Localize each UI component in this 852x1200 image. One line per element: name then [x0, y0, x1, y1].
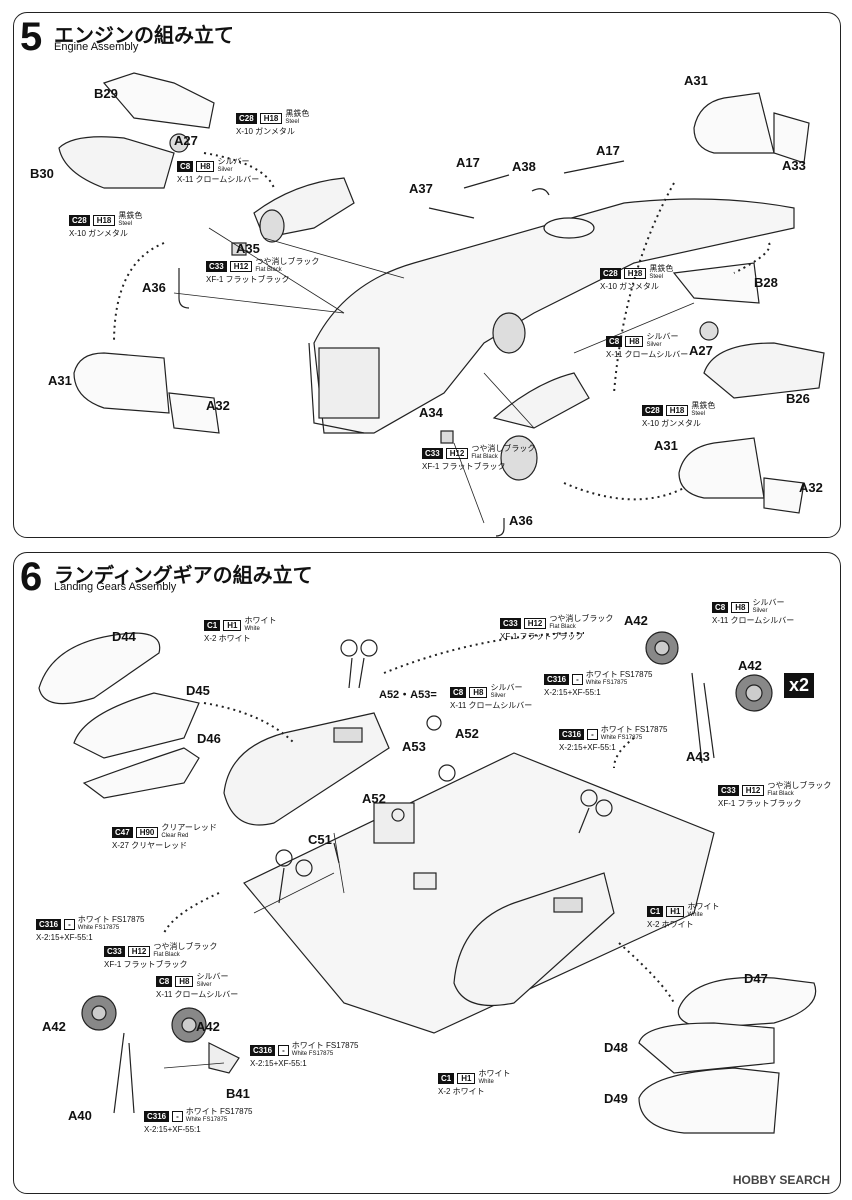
landing-gear-diagram	[38, 631, 817, 1134]
part-a31-left: A31	[48, 373, 72, 388]
part-a34: A34	[419, 405, 443, 420]
part-a53: A53	[402, 739, 426, 754]
part-a37: A37	[409, 181, 433, 196]
part-b30: B30	[30, 166, 54, 181]
part-b29: B29	[94, 86, 118, 101]
part-b26: B26	[786, 391, 810, 406]
part-a17-b: A17	[596, 143, 620, 158]
part-a36-bottom: A36	[509, 513, 533, 528]
step6-panel: 6 ランディングギアの組み立て Landing Gears Assembly	[13, 552, 841, 1194]
part-a31-bottom-right: A31	[654, 438, 678, 453]
part-a43: A43	[686, 749, 710, 764]
watermark: HOBBY SEARCH	[732, 1173, 830, 1187]
part-a17-a: A17	[456, 155, 480, 170]
part-a36-left: A36	[142, 280, 166, 295]
a52-a53-equation: A52・A53=	[379, 689, 437, 701]
part-d47: D47	[744, 971, 768, 986]
engine-assembly-diagram	[58, 72, 825, 537]
step5-title-en: Engine Assembly	[54, 41, 139, 53]
step6-title-jp: ランディングギアの組み立て	[54, 565, 313, 587]
step6-title-en: Landing Gears Assembly	[54, 581, 177, 593]
part-a42-bottom-left-1: A42	[42, 1019, 66, 1034]
part-a42-bottom-left-2: A42	[196, 1019, 220, 1034]
part-a40: A40	[68, 1108, 92, 1123]
part-d45: D45	[186, 683, 210, 698]
step5-panel: 5 エンジンの組み立て Engine Assembly	[13, 12, 841, 538]
step5-number: 5	[20, 15, 43, 59]
part-a27-left: A27	[174, 133, 198, 148]
part-a52-b: A52	[362, 791, 386, 806]
part-d44: D44	[112, 629, 136, 644]
part-a52-a: A52	[455, 726, 479, 741]
quantity-x2-badge: x2	[784, 673, 815, 698]
step6-number: 6	[20, 555, 43, 599]
part-d48: D48	[604, 1040, 628, 1055]
part-a27-right: A27	[689, 343, 713, 358]
part-a42-top-right-2: A42	[738, 658, 762, 673]
part-d46: D46	[197, 731, 221, 746]
part-a33: A33	[782, 158, 806, 173]
part-c51: C51	[308, 832, 332, 847]
step5-title-jp: エンジンの組み立て	[54, 25, 234, 47]
part-a31-top-right: A31	[684, 73, 708, 88]
part-b41: B41	[226, 1086, 250, 1101]
part-d49: D49	[604, 1091, 628, 1106]
part-a42-top-right-1: A42	[624, 613, 648, 628]
part-a32-bottom-right: A32	[799, 480, 823, 495]
part-a32-left: A32	[206, 398, 230, 413]
part-a35: A35	[236, 241, 260, 256]
part-a38: A38	[512, 159, 536, 174]
part-b28: B28	[754, 275, 778, 290]
